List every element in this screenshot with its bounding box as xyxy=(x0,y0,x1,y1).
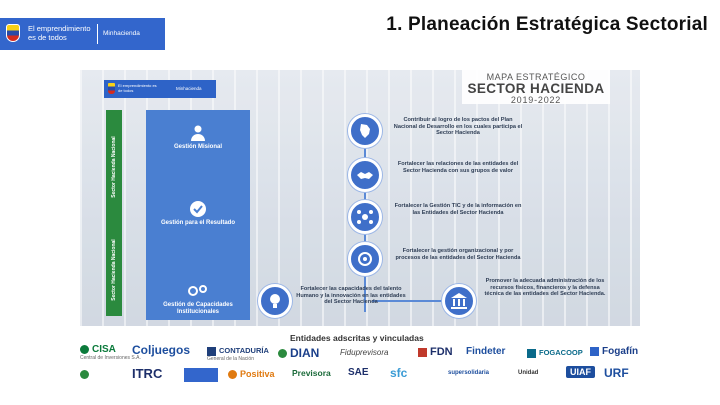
dian-mark-icon xyxy=(278,349,287,359)
connector-line xyxy=(372,300,444,302)
side-label-text: Sector Hacienda Nacional xyxy=(111,239,117,301)
logo-urf: URF xyxy=(604,366,629,380)
fdn-mark-icon xyxy=(418,347,427,357)
header-tagline: El emprendimiento es de todos xyxy=(28,24,98,42)
logo-contaduria: CONTADURÍA General de la Nación xyxy=(207,346,269,362)
map-logo: El emprendimiento es de todos Minhaciend… xyxy=(104,80,216,98)
logo-positiva: Positiva xyxy=(228,369,275,380)
goal-text: Fortalecer las capacidades del talento H… xyxy=(296,286,406,306)
crest-icon xyxy=(108,83,115,94)
map-title-line2: SECTOR HACIENDA xyxy=(467,81,605,96)
logo-previsora: Previsora xyxy=(292,368,331,378)
lightbulb-people-icon xyxy=(258,284,292,318)
logo-itrc: ITRC xyxy=(132,366,163,381)
side-label-top: Sector Hacienda Nacional xyxy=(106,110,122,224)
logo-fiduprevisora: Fiduprevisora xyxy=(340,348,389,357)
network-icon xyxy=(348,200,382,234)
map-logo-ministry: Minhacienda xyxy=(176,86,202,91)
tagline-line2: es de todos xyxy=(28,33,67,42)
strategic-map-image: El emprendimiento es de todos Minhaciend… xyxy=(80,70,640,326)
logo-text: FDN xyxy=(430,346,453,358)
logo-blue-box xyxy=(184,368,218,382)
colombia-crest-icon xyxy=(6,24,20,42)
logo-sfc: sfc xyxy=(390,366,408,380)
logo-text: CONTADURÍA xyxy=(219,346,269,355)
goal-text: Fortalecer las relaciones de las entidad… xyxy=(397,161,519,174)
leaf-icon xyxy=(80,370,89,379)
logo-sublabel: General de la Nación xyxy=(207,355,254,362)
logo-text: Fogafín xyxy=(602,346,639,357)
positiva-mark-icon xyxy=(228,370,237,380)
management-panel: Gestión Misional Gestión para el Resulta… xyxy=(146,110,250,320)
panel-item-label: Gestión de Capacidades Institucionales xyxy=(163,302,233,315)
header-ministry: Minhacienda xyxy=(103,30,140,37)
panel-item-label: Gestión Misional xyxy=(173,144,222,150)
fogafin-mark-icon xyxy=(590,346,599,356)
panel-item-resultado: Gestión para el Resultado xyxy=(146,200,250,227)
logo-positiva-seal xyxy=(80,370,92,379)
cisa-mark-icon xyxy=(80,344,89,354)
header-divider xyxy=(97,24,98,44)
logo-fdn: FDN xyxy=(418,346,453,358)
logo-sublabel: Central de Inversiones S.A. xyxy=(80,355,141,361)
logo-supersolidaria: supersolidaria xyxy=(448,370,490,376)
logo-text: FOGACOOP xyxy=(539,348,583,357)
map-title-line3: 2019-2022 xyxy=(510,95,562,105)
logo-coljuegos: Coljuegos xyxy=(132,343,191,357)
goal-text: Fortalecer la Gestión TIC y de la inform… xyxy=(394,203,522,216)
logo-fogacoop: FOGACOOP xyxy=(527,348,583,358)
panel-item-misional: Gestión Misional xyxy=(146,124,250,151)
goal-text: Fortalecer la gestión organizacional y p… xyxy=(395,248,521,261)
map-logo-tagline: El emprendimiento es de todos xyxy=(118,83,157,93)
logo-uiaf: UIAF xyxy=(566,366,595,378)
check-circle-icon xyxy=(190,201,206,217)
logo-sae: SAE xyxy=(348,367,369,378)
handshake-icon xyxy=(348,158,382,192)
side-label-text: Sector Hacienda Nacional xyxy=(111,136,117,198)
colombia-map-icon xyxy=(348,114,382,148)
tagline-line1: El emprendimiento xyxy=(28,24,91,33)
goal-text: Promover la adecuada administración de l… xyxy=(484,278,606,298)
panel-item-label: Gestión para el Resultado xyxy=(160,220,236,226)
logo-text: CISA xyxy=(92,344,116,355)
logo-cisa: CISA Central de Inversiones S.A. xyxy=(80,344,141,361)
logo-dian: DIAN xyxy=(278,346,319,360)
entities-heading: Entidades adscritas y vinculadas xyxy=(290,333,424,343)
slide-title: 1. Planeación Estratégica Sectorial xyxy=(386,14,708,35)
logo-findeter: Findeter xyxy=(466,346,506,357)
goal-text: Contribuir al logro de los pactos del Pl… xyxy=(393,117,523,137)
logo-unidad: Unidad xyxy=(518,370,539,376)
logo-fogafin: Fogafín xyxy=(590,346,638,357)
logo-text: Positiva xyxy=(240,369,275,379)
process-icon xyxy=(348,242,382,276)
government-header-bar: El emprendimiento es de todos Minhaciend… xyxy=(0,18,165,50)
people-icon xyxy=(191,125,205,141)
panel-item-capacidades: Gestión de Capacidades Institucionales xyxy=(146,282,250,316)
side-label-bottom: Sector Hacienda Nacional xyxy=(106,224,122,316)
bank-building-icon xyxy=(442,284,476,318)
map-title-line1: MAPA ESTRATÉGICO xyxy=(486,72,586,82)
fogacoop-mark-icon xyxy=(527,348,536,358)
map-title: MAPA ESTRATÉGICO SECTOR HACIENDA 2019-20… xyxy=(462,70,610,105)
logo-text: DIAN xyxy=(290,346,320,360)
gears-icon xyxy=(188,285,207,296)
contaduria-mark-icon xyxy=(207,346,216,356)
